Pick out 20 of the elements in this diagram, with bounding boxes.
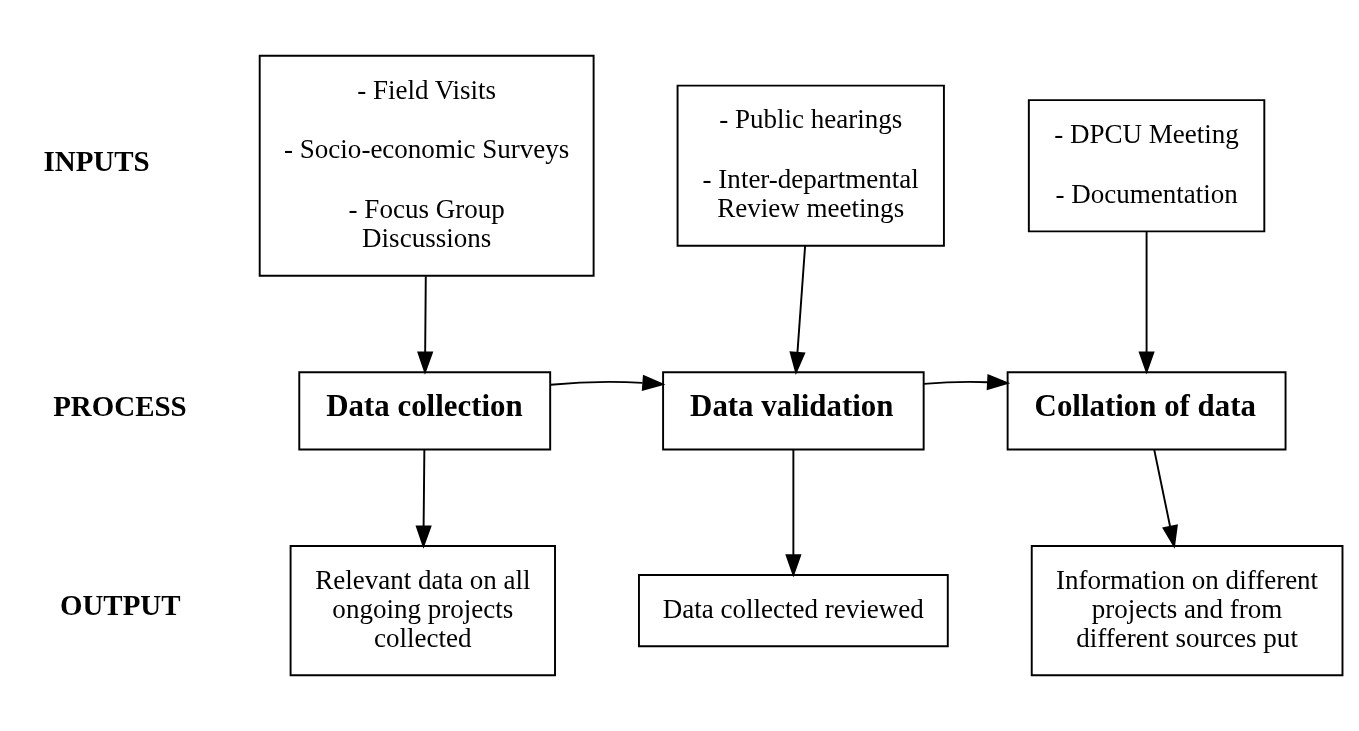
node-box: Data collection — [298, 371, 552, 451]
node-box: Information on different projects and from different sources put — [1030, 545, 1344, 677]
node-box: Collation of data — [1006, 371, 1287, 451]
arrow — [1138, 230, 1155, 375]
node-box: - Field Visits - Socio-economic Surveys - Focus Group Discussions — [258, 54, 595, 277]
node-box: - DPCU Meeting - Documentation — [1027, 99, 1266, 233]
node-box: Data validation — [662, 371, 925, 451]
node-box: Relevant data on all ongoing projects collected — [289, 545, 556, 677]
arrow — [785, 448, 802, 578]
label: OUTPUT — [59, 589, 181, 622]
label: PROCESS — [53, 389, 187, 422]
arrow — [417, 275, 434, 375]
arrow — [549, 374, 666, 391]
label: INPUTS — [43, 144, 150, 177]
node-box: - Public hearings - Inter-departmental Review meetings — [676, 84, 945, 247]
node-box: Data collected reviewed — [638, 573, 949, 648]
arrow — [922, 374, 1011, 391]
arrow — [1153, 448, 1178, 549]
arrow — [789, 245, 807, 376]
arrow — [415, 448, 432, 549]
